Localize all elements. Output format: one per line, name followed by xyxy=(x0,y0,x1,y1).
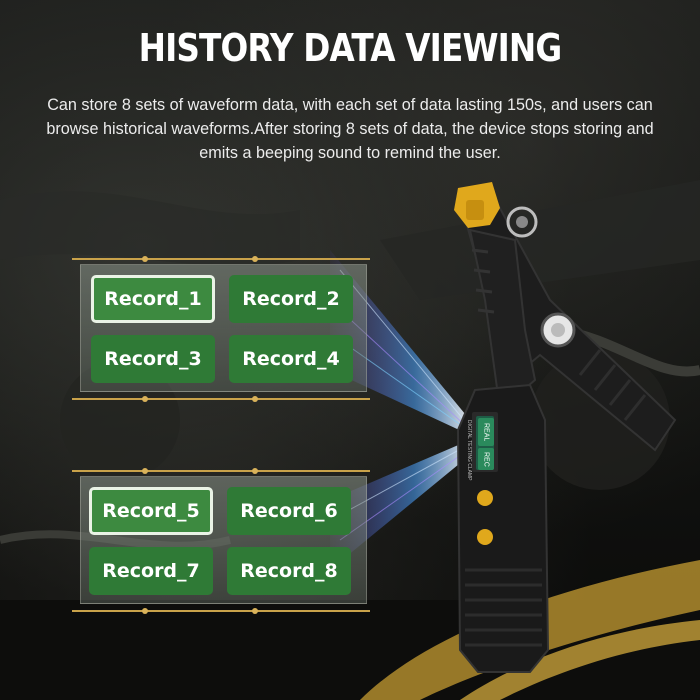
record-button-7[interactable]: Record_7 xyxy=(89,547,213,595)
record-button-8[interactable]: Record_8 xyxy=(227,547,351,595)
rec-button[interactable]: REC xyxy=(478,448,494,470)
record-button-2[interactable]: Record_2 xyxy=(229,275,353,323)
record-panel-bottom: Record_5 Record_6 Record_7 Record_8 xyxy=(80,476,367,604)
page-title: HISTORY DATA VIEWING xyxy=(138,26,563,70)
clamp-meter-device xyxy=(454,182,677,673)
record-button-5[interactable]: Record_5 xyxy=(89,487,213,535)
record-button-3[interactable]: Record_3 xyxy=(91,335,215,383)
real-button-label: REAL xyxy=(482,422,490,442)
rec-button-label: REC xyxy=(482,451,490,467)
record-button-1[interactable]: Record_1 xyxy=(91,275,215,323)
record-button-6[interactable]: Record_6 xyxy=(227,487,351,535)
record-panel-top: Record_1 Record_2 Record_3 Record_4 xyxy=(80,264,367,392)
device-side-label: DIGITAL TESTING CLAMP xyxy=(466,420,472,481)
real-button[interactable]: REAL xyxy=(478,418,494,446)
record-button-4[interactable]: Record_4 xyxy=(229,335,353,383)
record-panel-frame-top xyxy=(72,256,370,402)
record-panel-frame-bottom xyxy=(72,468,370,614)
description-text: Can store 8 sets of waveform data, with … xyxy=(46,96,654,162)
